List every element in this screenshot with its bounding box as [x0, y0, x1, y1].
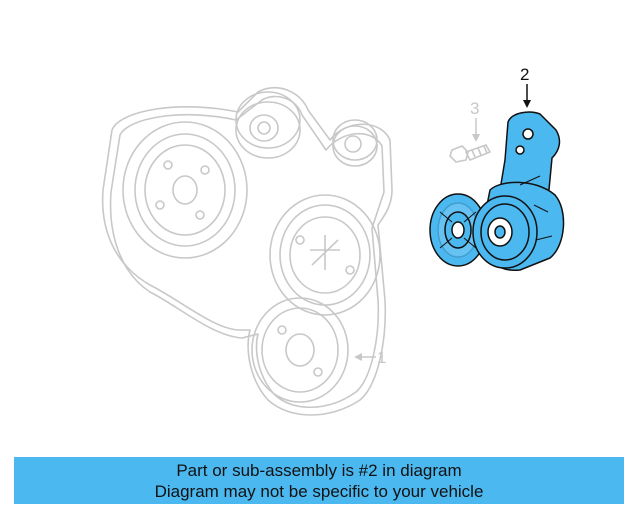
belt-drive-assembly	[101, 86, 393, 416]
parts-diagram	[101, 84, 565, 416]
lower-pulley	[251, 297, 349, 403]
banner-line-2: Diagram may not be specific to your vehi…	[154, 481, 484, 501]
callout-number-2: 2	[520, 65, 530, 84]
info-banner: Part or sub-assembly is #2 in diagram Di…	[14, 457, 624, 504]
banner-line-1: Part or sub-assembly is #2 in diagram	[176, 460, 462, 480]
crank-pulley	[122, 121, 248, 259]
idler-pulley-top	[235, 91, 301, 159]
callout-number-3: 3	[470, 99, 480, 118]
bolt-part-3	[449, 144, 492, 163]
small-pulley	[332, 119, 378, 167]
callout-number-1: 1	[377, 348, 387, 367]
callout-leader-lines	[354, 84, 531, 361]
pump-pulley	[269, 194, 381, 316]
serpentine-belt	[101, 86, 393, 416]
belt-tensioner-part-2[interactable]	[429, 111, 565, 271]
